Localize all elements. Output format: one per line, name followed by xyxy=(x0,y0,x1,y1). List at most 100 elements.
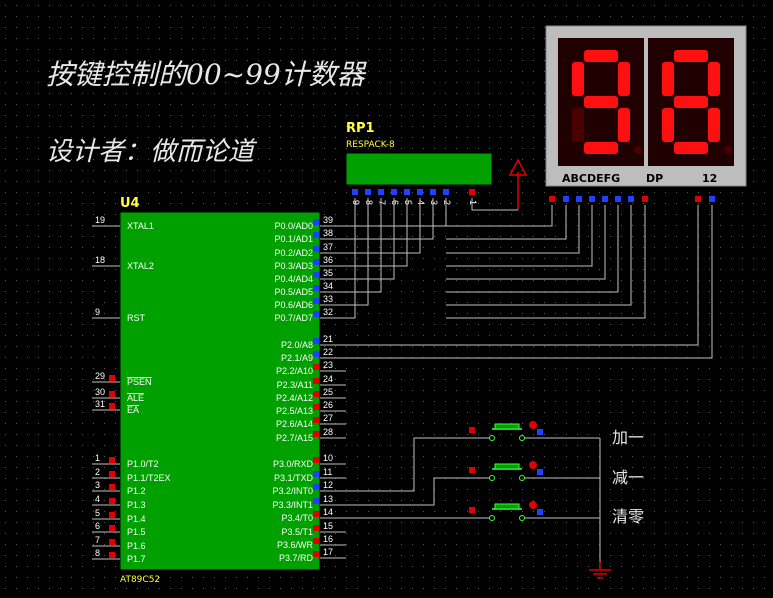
pin-state-marker xyxy=(109,457,115,463)
segment-c xyxy=(618,108,630,142)
pin-state-marker xyxy=(313,511,319,517)
button-cap[interactable] xyxy=(494,423,520,430)
mcu-pin-p1-2[interactable]: 3P1.2 xyxy=(92,480,146,496)
button-label-reset: 清零 xyxy=(612,507,644,526)
pin-state-marker xyxy=(313,498,319,504)
wire xyxy=(446,205,646,319)
display-pin xyxy=(642,196,648,202)
pin-label: P0.4/AD4 xyxy=(274,274,313,284)
respack-pin-7: 7 xyxy=(377,189,387,205)
pin-label: P0.1/AD1 xyxy=(274,234,313,244)
mcu-body[interactable] xyxy=(119,211,321,571)
mcu-pin-p1-3[interactable]: 4P1.3 xyxy=(92,494,146,510)
pin-label: P1.4 xyxy=(127,514,146,524)
pin-number: 9 xyxy=(95,307,100,317)
pin-number: 36 xyxy=(323,255,333,265)
button-cap[interactable] xyxy=(494,503,520,510)
segment-e xyxy=(662,108,674,142)
button-cap[interactable] xyxy=(494,463,520,470)
pin-state-marker xyxy=(563,196,569,202)
button-state-icon xyxy=(529,421,537,429)
pin-number: 31 xyxy=(95,399,105,409)
pin-label: P3.2/INT0 xyxy=(272,486,313,496)
mcu-pin-p1-1-t2ex[interactable]: 2P1.1/T2EX xyxy=(92,467,171,483)
wire xyxy=(346,198,382,293)
respack-pin-6: 6 xyxy=(390,189,400,205)
pin-label: P2.7/A15 xyxy=(276,433,313,443)
pin-label: P3.1/TXD xyxy=(274,473,314,483)
pin-number: 3 xyxy=(95,480,100,490)
pin-number: 8 xyxy=(364,200,374,205)
pin-label: P1.5 xyxy=(127,527,146,537)
pin-state-marker xyxy=(576,196,582,202)
display-pin xyxy=(602,196,608,202)
button-contact xyxy=(519,515,525,521)
pin-state-marker xyxy=(469,189,475,195)
wire xyxy=(346,205,699,346)
respack-pin-5: 5 xyxy=(403,189,413,205)
wire xyxy=(346,198,434,240)
pin-state-marker xyxy=(537,509,543,515)
display-pin xyxy=(563,196,569,202)
respack-body[interactable] xyxy=(345,152,493,186)
pin-label: P1.1/T2EX xyxy=(127,473,171,483)
button-label-decrement: 减一 xyxy=(612,468,644,487)
pin-number: 17 xyxy=(323,547,333,557)
push-button-2[interactable] xyxy=(469,461,600,481)
pin-state-marker xyxy=(313,391,319,397)
segment-f xyxy=(662,62,674,96)
push-button-1[interactable] xyxy=(469,421,600,441)
seven-segment-display[interactable]: ABCDEFG DP 12 xyxy=(545,25,747,202)
mcu-pin-p1-7[interactable]: 8P1.7 xyxy=(92,548,146,564)
pin-state-marker xyxy=(537,469,543,475)
mcu-pin-p1-6[interactable]: 7P1.6 xyxy=(92,535,146,551)
pin-number: 19 xyxy=(95,215,105,225)
pin-state-marker xyxy=(549,196,555,202)
respack-pin-4: 4 xyxy=(416,189,426,205)
pin-state-marker xyxy=(313,259,319,265)
pin-state-marker xyxy=(109,539,115,545)
respack-pin-8: 8 xyxy=(364,189,374,205)
mcu-pin-p1-5[interactable]: 6P1.5 xyxy=(92,521,146,537)
pin-state-marker xyxy=(313,417,319,423)
pin-label: P0.3/AD3 xyxy=(274,261,313,271)
segment-g xyxy=(584,96,618,108)
display-pin xyxy=(628,196,634,202)
push-button-3[interactable] xyxy=(469,501,600,521)
mcu-u4[interactable]: U4 AT89C52 19XTAL118XTAL29RST29PSEN30ALE… xyxy=(92,196,346,585)
mcu-pin-p1-4[interactable]: 5P1.4 xyxy=(92,508,146,524)
mcu-pin-p1-0-t2[interactable]: 1P1.0/T2 xyxy=(92,453,159,469)
